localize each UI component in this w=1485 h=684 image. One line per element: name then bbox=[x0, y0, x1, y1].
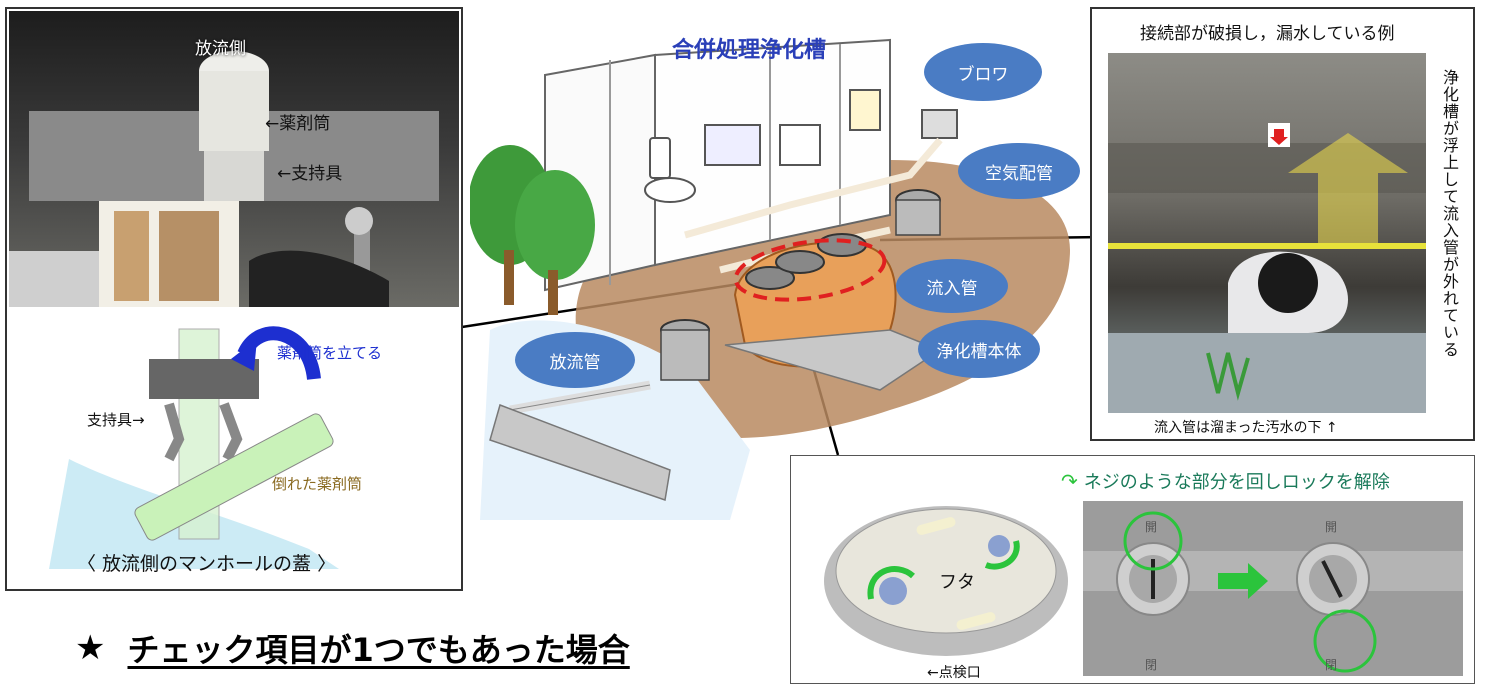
outflow-manhole-panel: 放流側 ←薬剤筒 ←支持具 薬剤筒を立てる 支持具→ 倒れた薬剤筒 〈 放流側の… bbox=[5, 7, 463, 591]
support-label: ←支持具 bbox=[277, 164, 343, 184]
lid-unlock-panel: ↷ ネジのような部分を回しロックを解除 フタ ←点検口 bbox=[790, 455, 1475, 684]
cylinder-diagram bbox=[9, 309, 459, 569]
outflow-side-label: 放流側 bbox=[195, 39, 246, 59]
leak-caption: 流入管は溜まった汚水の下 ↑ bbox=[1154, 420, 1338, 436]
chemical-cylinder-label: ←薬剤筒 bbox=[265, 114, 331, 134]
star-icon: ★ bbox=[75, 628, 106, 668]
open-mark-2: 開 bbox=[1325, 520, 1338, 534]
check-heading-text: チェック項目が1つでもあった場合 bbox=[127, 631, 630, 669]
manhole-lid-caption: 〈 放流側のマンホールの蓋 〉 bbox=[77, 553, 337, 575]
callout-outflow-pipe: 放流管 bbox=[515, 332, 635, 388]
callout-air-pipe: 空気配管 bbox=[958, 143, 1080, 199]
stand-up-label: 薬剤筒を立てる bbox=[277, 344, 383, 362]
lid-drawing-svg bbox=[824, 506, 1068, 656]
inspection-port-label: ←点検口 bbox=[927, 665, 981, 681]
manhole-photo-drawing bbox=[9, 51, 439, 307]
rotate-arrow-icon: ↷ bbox=[1061, 469, 1078, 493]
cylinder-diagram-drawing bbox=[49, 326, 339, 569]
leak-photo-drawing bbox=[1108, 123, 1426, 413]
leak-photo bbox=[1108, 53, 1426, 413]
diagram-support-label: 支持具→ bbox=[87, 411, 145, 429]
check-heading: ★ チェック項目が1つでもあった場合 bbox=[75, 625, 630, 671]
lid-drawing bbox=[821, 491, 1071, 661]
unlock-instruction-text: ネジのような部分を回しロックを解除 bbox=[1083, 472, 1390, 493]
fallen-cylinder-label: 倒れた薬剤筒 bbox=[272, 475, 363, 493]
open-mark-1: 開 bbox=[1145, 520, 1158, 534]
manhole-interior-photo bbox=[9, 11, 459, 307]
callout-tank-body: 浄化槽本体 bbox=[918, 320, 1040, 378]
lock-closeup-drawing bbox=[1083, 511, 1463, 673]
unlock-instruction: ↷ ネジのような部分を回しロックを解除 bbox=[1061, 468, 1390, 494]
callout-blower: ブロワ bbox=[924, 43, 1042, 101]
closed-mark-2: 閉 bbox=[1325, 658, 1338, 672]
lock-closeup-photo bbox=[1083, 501, 1463, 676]
leak-example-title: 接続部が破損し，漏水している例 bbox=[1140, 24, 1395, 44]
lid-label: フタ bbox=[939, 572, 975, 593]
callout-inflow-pipe: 流入管 bbox=[896, 259, 1008, 313]
closed-mark-1: 閉 bbox=[1145, 658, 1158, 672]
leak-example-panel: 接続部が破損し，漏水している例 浄化槽が浮上して流入管が外れている 流入管は溜ま… bbox=[1090, 7, 1475, 441]
leak-vertical-text: 浄化槽が浮上して流入管が外れている bbox=[1440, 69, 1459, 358]
center-title: 合併処理浄化槽 bbox=[672, 38, 827, 63]
